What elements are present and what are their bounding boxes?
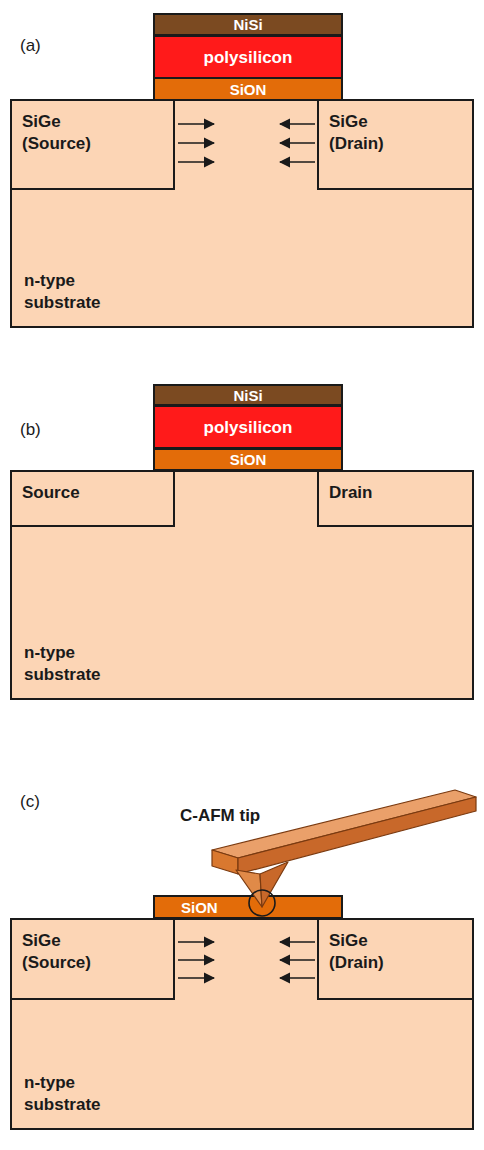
panel-label: (c) <box>20 792 40 812</box>
layer-text: SiGe (Drain) <box>329 930 384 974</box>
dielectric-layer: SiON <box>153 77 343 101</box>
layer-text: Source <box>22 482 80 504</box>
layer-text: SiGe (Source) <box>22 111 91 155</box>
layer-text: n-type substrate <box>24 1072 119 1116</box>
layer-text: SiON <box>230 82 267 97</box>
layer-text: NiSi <box>233 388 262 403</box>
panel-label: (b) <box>20 420 41 440</box>
gate-layer: polysilicon <box>153 405 343 449</box>
tip-label: C-AFM tip <box>180 806 260 826</box>
dielectric-layer: SiON <box>153 448 343 471</box>
source-region: Source <box>10 470 175 527</box>
drain-region: SiGe (Drain) <box>317 918 474 1000</box>
gate-layer: polysilicon <box>153 35 343 79</box>
layer-text: SiON <box>230 452 267 467</box>
panel-label: (a) <box>20 36 41 56</box>
source-region: SiGe (Source) <box>10 99 175 190</box>
contact-circle <box>249 890 275 916</box>
layer-text: SiGe (Source) <box>22 930 91 974</box>
source-region: SiGe (Source) <box>10 918 175 1000</box>
layer-text: polysilicon <box>204 49 293 66</box>
layer-text: polysilicon <box>204 419 293 436</box>
drain-region: SiGe (Drain) <box>317 99 474 190</box>
layer-text: n-type substrate <box>24 642 119 686</box>
silicide-layer: NiSi <box>153 13 343 36</box>
layer-text: SiON <box>181 900 218 915</box>
silicide-layer: NiSi <box>153 384 343 406</box>
layer-text: n-type substrate <box>24 270 119 314</box>
substrate-region: n-type substrate SiGe (Source) SiGe (Drain… <box>10 918 474 1130</box>
layer-text: NiSi <box>233 17 262 32</box>
substrate-region: n-type substrate SiGe (Source) SiGe (Drain… <box>10 99 474 328</box>
strain-arrows <box>178 124 315 978</box>
substrate-region: n-type substrate Source Drain <box>10 470 474 700</box>
dielectric-layer: SiON <box>153 895 343 919</box>
layer-text: SiGe (Drain) <box>329 111 384 155</box>
layer-text: Drain <box>329 482 372 504</box>
drain-region: Drain <box>317 470 474 527</box>
